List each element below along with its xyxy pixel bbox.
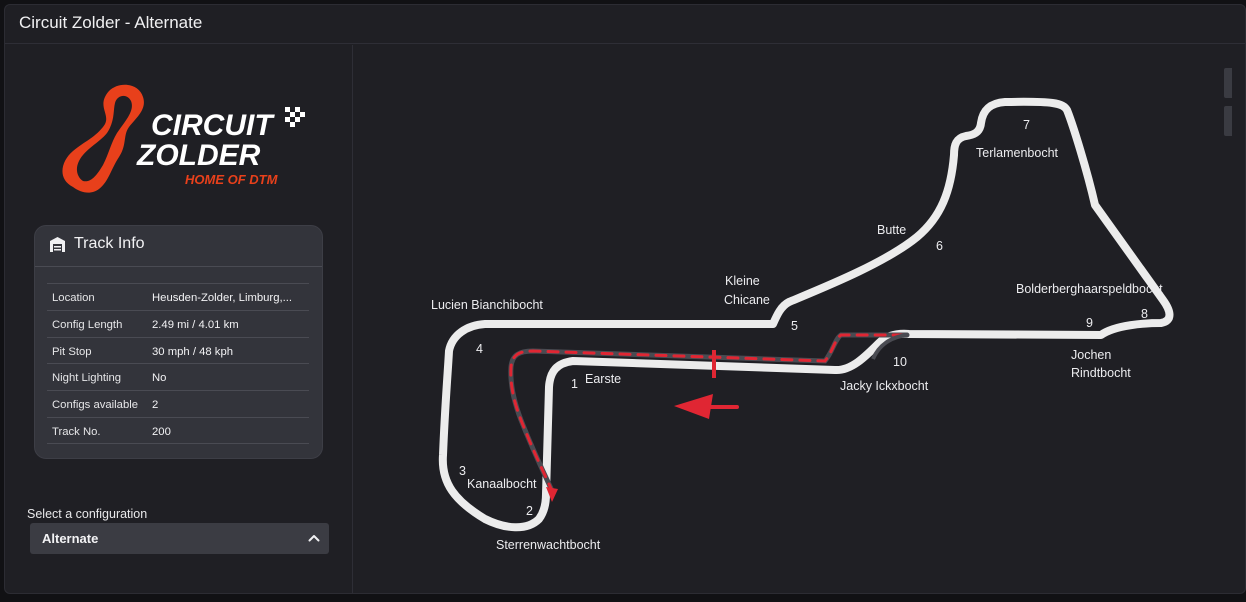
direction-arrow-icon	[674, 394, 739, 419]
corner-name: Kanaalbocht	[467, 477, 537, 491]
app-window: Circuit Zolder - Alternate CIRCUIT ZOLDE…	[4, 4, 1246, 594]
config-select[interactable]: Alternate	[30, 523, 329, 554]
garage-icon	[50, 237, 65, 252]
track-info-title: Track Info	[74, 235, 145, 252]
info-row-track-no: Track No. 200	[47, 416, 309, 444]
corner-name: Sterrenwachtbocht	[496, 538, 601, 552]
chevron-up-icon[interactable]	[308, 532, 320, 544]
track-info-card: Track Info Location Heusden-Zolder, Limb…	[34, 225, 323, 459]
corner-name: Bolderberghaarspeldbocht	[1016, 282, 1163, 296]
circuit-zolder-logo: CIRCUIT ZOLDER HOME OF DTM	[62, 84, 305, 193]
info-value: 2	[152, 399, 159, 412]
track-map[interactable]: 1 2 3 4 5 6 7 8 9 10 Earste Sterrenwacht…	[354, 45, 1246, 594]
info-value: 2.49 mi / 4.01 km	[152, 318, 239, 331]
zoom-in-control[interactable]	[1224, 68, 1232, 98]
info-row-pit-stop: Pit Stop 30 mph / 48 kph	[47, 336, 309, 364]
title-bar: Circuit Zolder - Alternate	[5, 5, 1245, 44]
corner-number: 1	[571, 377, 578, 391]
corner-name: Jacky Ickxbocht	[840, 379, 929, 393]
corner-name: Chicane	[724, 293, 770, 307]
info-row-config-length: Config Length 2.49 mi / 4.01 km	[47, 309, 309, 337]
track-map-panel: 1 2 3 4 5 6 7 8 9 10 Earste Sterrenwacht…	[354, 45, 1246, 594]
info-row-location: Location Heusden-Zolder, Limburg,...	[47, 283, 309, 310]
info-label: Config Length	[52, 318, 123, 331]
logo-line-1: CIRCUIT	[151, 109, 275, 142]
corner-name: Kleine	[725, 274, 760, 288]
corner-name: Lucien Bianchibocht	[431, 298, 543, 312]
logo-tagline: HOME OF DTM	[185, 172, 279, 187]
info-label: Night Lighting	[52, 372, 122, 385]
config-select-label: Select a configuration	[27, 507, 148, 521]
track-info-header: Track Info	[35, 226, 322, 267]
info-row-configs-available: Configs available 2	[47, 390, 309, 417]
page-title: Circuit Zolder - Alternate	[19, 13, 203, 32]
corner-number: 3	[459, 464, 466, 478]
corner-name: Jochen	[1071, 348, 1111, 362]
config-select-value: Alternate	[42, 531, 99, 546]
corner-number: 9	[1086, 316, 1093, 330]
corner-name: Rindtbocht	[1071, 366, 1131, 380]
corner-number: 8	[1141, 307, 1148, 321]
sidebar: CIRCUIT ZOLDER HOME OF DTM Track I	[5, 45, 353, 593]
corner-name: Butte	[877, 223, 906, 237]
corner-number: 4	[476, 342, 483, 356]
info-label: Track No.	[52, 425, 101, 438]
corner-number: 6	[936, 239, 943, 253]
corner-number: 7	[1023, 118, 1030, 132]
pit-end-arrow	[546, 487, 558, 502]
pit-lane-marking	[509, 333, 909, 495]
corner-name: Terlamenbocht	[976, 146, 1059, 160]
info-value: Heusden-Zolder, Limburg,...	[152, 292, 293, 304]
pit-exit-link	[871, 333, 908, 360]
corner-name: Earste	[585, 372, 621, 386]
checkered-flag-icon	[285, 107, 305, 127]
info-label: Configs available	[52, 399, 139, 412]
corner-number: 2	[526, 504, 533, 518]
info-value: No	[152, 372, 167, 385]
info-value: 200	[152, 425, 171, 438]
logo-line-2: ZOLDER	[136, 139, 261, 172]
corner-number: 10	[893, 355, 907, 369]
track-outline	[438, 97, 1174, 532]
info-row-night-lighting: Night Lighting No	[47, 363, 309, 390]
zoom-out-control[interactable]	[1224, 106, 1232, 136]
track-info-table: Location Heusden-Zolder, Limburg,... Con…	[47, 283, 309, 444]
info-label: Location	[52, 292, 95, 304]
info-value: 30 mph / 48 kph	[152, 345, 234, 358]
info-label: Pit Stop	[52, 345, 92, 358]
corner-number: 5	[791, 319, 798, 333]
